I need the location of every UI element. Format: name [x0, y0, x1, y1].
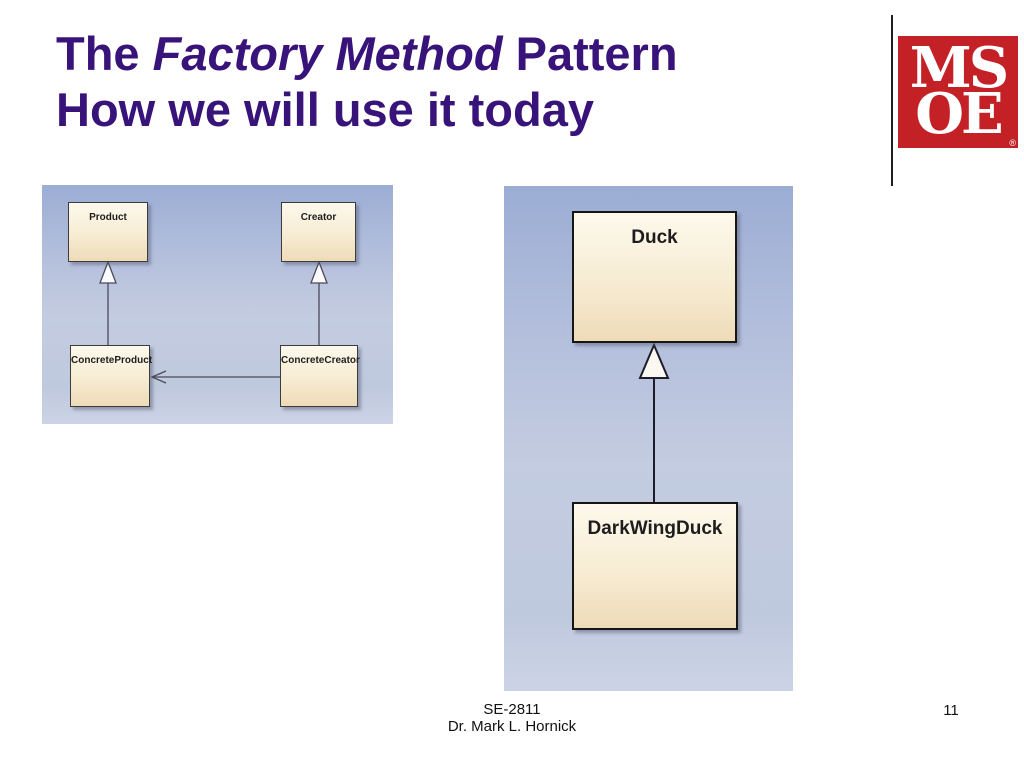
factory-method-diagram: ConcreteProduct --> Product Creator Conc… — [42, 185, 393, 424]
title-prefix: The — [56, 27, 153, 80]
inheritance-triangle-creator-icon — [310, 260, 328, 284]
duck-example-diagram: Duck DarkWingDuck — [504, 186, 793, 691]
open-arrowhead-icon — [150, 370, 167, 384]
uml-class-concrete-creator: ConcreteCreator — [280, 345, 360, 407]
logo-text-bottom: OE — [915, 81, 1003, 147]
factory-method-edges: ConcreteProduct --> — [99, 260, 328, 384]
uml-class-product: Product — [68, 202, 148, 262]
slide-title-line1: The Factory Method Pattern — [56, 26, 876, 82]
inheritance-triangle-product-icon — [99, 260, 117, 284]
duck-example-edges — [638, 342, 670, 502]
uml-class-duck: Duck — [572, 211, 737, 343]
slide-title-line2: How we will use it today — [56, 83, 594, 136]
msoe-logo: MS OE ® — [898, 36, 1018, 148]
title-emphasis: Factory Method — [152, 27, 503, 80]
registered-mark-icon: ® — [1009, 138, 1016, 148]
slide-footer: SE-2811 Dr. Mark L. Hornick — [362, 701, 662, 735]
footer-course: SE-2811 — [483, 701, 541, 718]
uml-class-concrete-product: ConcreteProduct — [70, 345, 152, 407]
inheritance-triangle-duck-icon — [638, 342, 670, 379]
page-number: 11 — [943, 702, 959, 719]
footer-author: Dr. Mark L. Hornick — [447, 718, 577, 735]
slide-title: The Factory Method Pattern How we will u… — [56, 26, 876, 138]
logo-divider-line — [891, 15, 893, 186]
logo-text-top: MS — [909, 35, 1009, 101]
title-suffix: Pattern — [502, 27, 678, 80]
uml-class-darkwing-duck: DarkWingDuck — [572, 502, 738, 630]
uml-class-creator: Creator — [281, 202, 356, 262]
